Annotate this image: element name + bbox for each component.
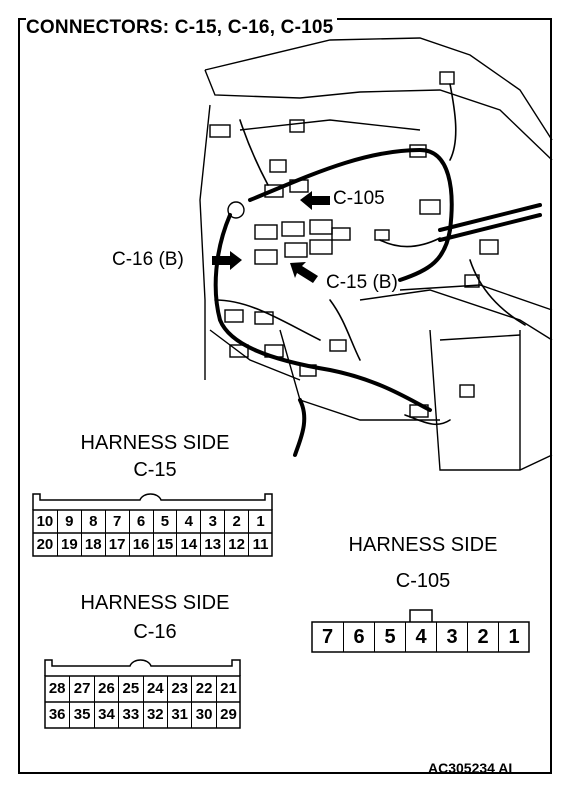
c16-pin-33: 33 [118, 702, 142, 728]
callout-c105: C-105 [333, 188, 385, 210]
c15-pin-19: 19 [56, 533, 81, 556]
c105-pin-5: 5 [374, 622, 405, 652]
c15-pin-7: 7 [104, 510, 129, 533]
c16-pin-27: 27 [69, 676, 93, 702]
c15-name: C-15 [133, 459, 177, 481]
c15-pin-5: 5 [152, 510, 177, 533]
c15-pin-20: 20 [36, 536, 54, 553]
diagram-title: CONNECTORS: C-15, C-16, C-105 [26, 17, 338, 39]
figure-id: AC305234 AI [428, 760, 513, 776]
c16-pin-22: 22 [191, 676, 215, 702]
c16-pin-25: 25 [118, 676, 142, 702]
c15-arrow-icon [290, 262, 318, 283]
c105-pin-4: 4 [405, 622, 436, 652]
c15-pin-17: 17 [104, 533, 129, 556]
c16-pin-23: 23 [167, 676, 191, 702]
c15-pin-4: 4 [176, 510, 200, 533]
c16-pin-31: 31 [167, 702, 191, 728]
c16-pin-36: 36 [48, 706, 66, 723]
c105-arrow-icon [300, 191, 330, 210]
c15-heading: HARNESS SIDE [80, 432, 230, 454]
c16-heading: HARNESS SIDE [80, 592, 230, 614]
c15-pin-6: 6 [128, 510, 153, 533]
c16-pin-32: 32 [142, 702, 167, 728]
c16-name: C-16 [133, 621, 177, 643]
callout-c16: C-16 (B) [112, 249, 184, 271]
c15-pin-12: 12 [224, 533, 248, 556]
c16-pin-26: 26 [93, 676, 118, 702]
c16-pin-28: 28 [48, 680, 66, 697]
c105-pin-3: 3 [436, 622, 467, 652]
c15-pin-9: 9 [56, 510, 81, 533]
c15-pin-18: 18 [80, 533, 105, 556]
c105-pin-7: 7 [321, 626, 334, 648]
c105-pin-6: 6 [343, 622, 374, 652]
c105-pin-2: 2 [467, 622, 498, 652]
c16-pin-24: 24 [142, 676, 167, 702]
c15-pin-13: 13 [200, 533, 224, 556]
c15-pin-16: 16 [128, 533, 153, 556]
c15-pin-2: 2 [224, 510, 248, 533]
c15-pin-11: 11 [248, 533, 272, 556]
c16-pin-34: 34 [93, 702, 118, 728]
c16-pin-29: 29 [215, 702, 240, 728]
c15-pin-10: 10 [36, 513, 54, 530]
c15-pin-1: 1 [248, 510, 272, 533]
c16-pin-35: 35 [69, 702, 93, 728]
c15-pin-14: 14 [176, 533, 200, 556]
c16-arrow-icon [212, 251, 242, 270]
c15-pin-8: 8 [80, 510, 105, 533]
c16-pin-30: 30 [191, 702, 215, 728]
c15-pin-15: 15 [152, 533, 177, 556]
c16-pin-21: 21 [215, 676, 240, 702]
callout-c15: C-15 (B) [326, 272, 398, 294]
c105-heading: HARNESS SIDE [348, 534, 498, 556]
c105-pin-1: 1 [498, 622, 529, 652]
c105-name: C-105 [395, 570, 451, 592]
c15-pin-3: 3 [200, 510, 224, 533]
